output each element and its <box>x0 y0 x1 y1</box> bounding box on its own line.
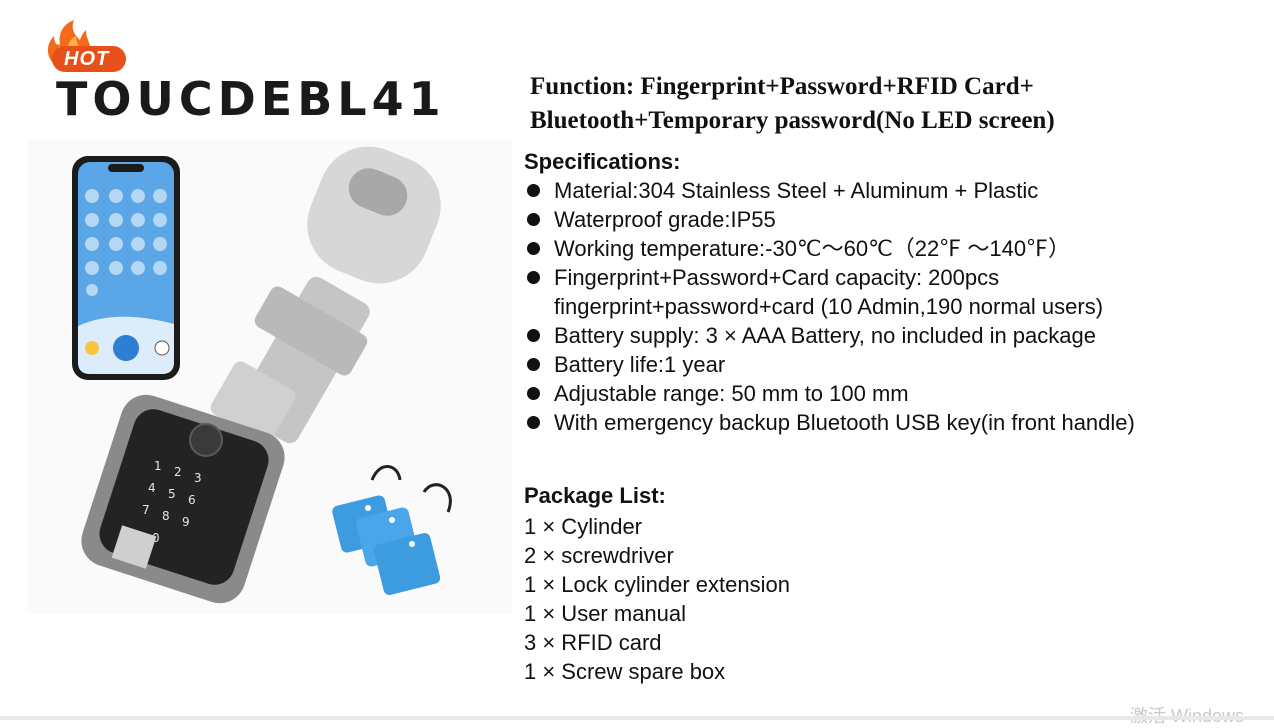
package-item: 1 × Screw spare box <box>524 659 726 684</box>
function-line-1: Function: Fingerprint+Password+RFID Card… <box>530 73 1034 100</box>
product-title: TOUCDEBL41 <box>56 72 446 126</box>
bullet-icon <box>527 387 540 400</box>
hot-badge-label: HOT <box>64 48 110 70</box>
spec-item-temperature: Working temperature:-30℃～60℃（22℉ ～140℉） <box>524 234 1244 263</box>
spec-item-capacity-detail: fingerprint+password+card (10 Admin,190 … <box>554 294 1104 319</box>
specifications-list: Material:304 Stainless Steel + Aluminum … <box>524 176 1244 437</box>
windows-activation-watermark: 激活 Windows <box>1130 702 1244 728</box>
bullet-icon <box>527 242 540 255</box>
svg-text:7: 7 <box>142 503 150 517</box>
spec-item-waterproof: Waterproof grade:IP55 <box>524 205 1244 234</box>
specifications-section: Specifications: Material:304 Stainless S… <box>524 148 1244 437</box>
bullet-icon <box>527 329 540 342</box>
bullet-icon <box>527 184 540 197</box>
flame-icon <box>47 20 126 72</box>
product-image: 123 456 789 0 <box>28 140 512 614</box>
specifications-heading: Specifications: <box>524 149 681 174</box>
svg-text:3: 3 <box>194 471 202 485</box>
phone-app-image <box>72 156 180 380</box>
spec-item-emergency-key: With emergency backup Bluetooth USB key(… <box>524 408 1244 437</box>
svg-text:4: 4 <box>148 481 156 495</box>
svg-text:1: 1 <box>154 459 162 473</box>
bullet-icon <box>527 416 540 429</box>
function-line-2: Bluetooth+Temporary password(No LED scre… <box>530 107 1055 134</box>
function-title: Function: Fingerprint+Password+RFID Card… <box>530 70 1230 138</box>
svg-text:9: 9 <box>182 515 190 529</box>
package-item: 1 × Lock cylinder extension <box>524 572 790 597</box>
package-item: 1 × Cylinder <box>524 514 643 539</box>
spec-item-battery-supply: Battery supply: 3 × AAA Battery, no incl… <box>524 321 1244 350</box>
spec-item-battery-life: Battery life:1 year <box>524 350 1244 379</box>
package-item: 3 × RFID card <box>524 630 662 655</box>
bullet-icon <box>527 358 540 371</box>
spec-item-adjustable-range: Adjustable range: 50 mm to 100 mm <box>524 379 1244 408</box>
smart-lock-image: 123 456 789 0 <box>81 146 441 604</box>
svg-text:5: 5 <box>168 487 176 501</box>
spec-item-capacity: Fingerprint+Password+Card capacity: 200p… <box>524 263 1244 321</box>
package-item: 1 × User manual <box>524 601 687 626</box>
svg-text:8: 8 <box>162 509 170 523</box>
bullet-icon <box>527 213 540 226</box>
hot-badge: HOT <box>40 18 130 74</box>
package-list-section: Package List: 1 × Cylinder 2 × screwdriv… <box>524 482 1124 686</box>
bullet-icon <box>527 271 540 284</box>
svg-text:6: 6 <box>188 493 196 507</box>
package-item: 2 × screwdriver <box>524 543 674 568</box>
package-list: 1 × Cylinder 2 × screwdriver 1 × Lock cy… <box>524 512 1124 686</box>
bottom-divider <box>0 716 1274 720</box>
package-list-heading: Package List: <box>524 483 666 508</box>
spec-item-material: Material:304 Stainless Steel + Aluminum … <box>524 176 1244 205</box>
rfid-cards-image <box>332 465 452 595</box>
svg-text:2: 2 <box>174 465 182 479</box>
